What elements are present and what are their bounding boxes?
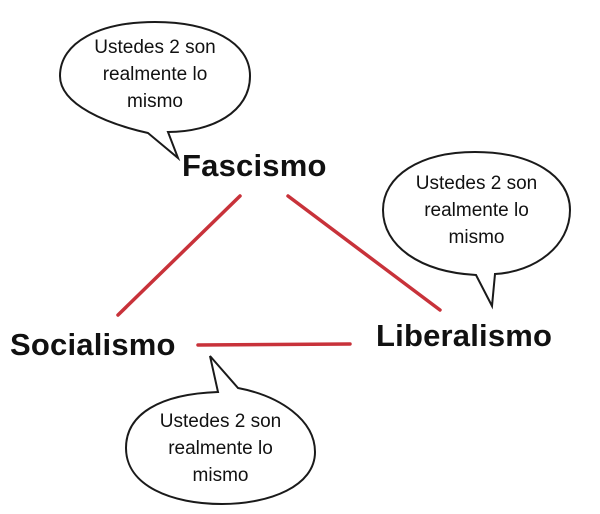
speech-bubble-bottom-text: Ustedes 2 son realmente lo mismo xyxy=(126,408,315,489)
speech-bubble-right-line-1: Ustedes 2 son xyxy=(415,173,538,194)
connector-fascismo-liberalismo xyxy=(286,194,442,312)
node-socialismo: Socialismo xyxy=(10,327,176,362)
speech-bubble-right-line-3: mismo xyxy=(448,227,505,248)
speech-bubble-top-text: Ustedes 2 son realmente lo mismo xyxy=(60,34,250,115)
node-liberalismo: Liberalismo xyxy=(376,318,553,353)
speech-bubble-bottom-line-3: mismo xyxy=(192,465,249,486)
speech-bubble-right-line-2: realmente lo xyxy=(424,200,529,221)
speech-bubble-right-text: Ustedes 2 son realmente lo mismo xyxy=(383,170,570,251)
speech-bubble-top-line-3: mismo xyxy=(127,91,183,112)
speech-bubble-top xyxy=(58,20,252,162)
speech-bubble-bottom xyxy=(124,355,317,506)
connector-fascismo-socialismo xyxy=(116,194,242,317)
speech-bubble-bottom-line-2: realmente lo xyxy=(168,438,273,459)
connector-socialismo-liberalismo xyxy=(196,342,352,347)
speech-bubble-bottom-line-1: Ustedes 2 son xyxy=(159,411,282,432)
speech-bubble-top-line-2: realmente lo xyxy=(102,64,208,85)
speech-bubble-right xyxy=(381,150,572,310)
node-fascismo: Fascismo xyxy=(182,148,327,183)
speech-bubble-top-line-1: Ustedes 2 son xyxy=(94,37,216,58)
